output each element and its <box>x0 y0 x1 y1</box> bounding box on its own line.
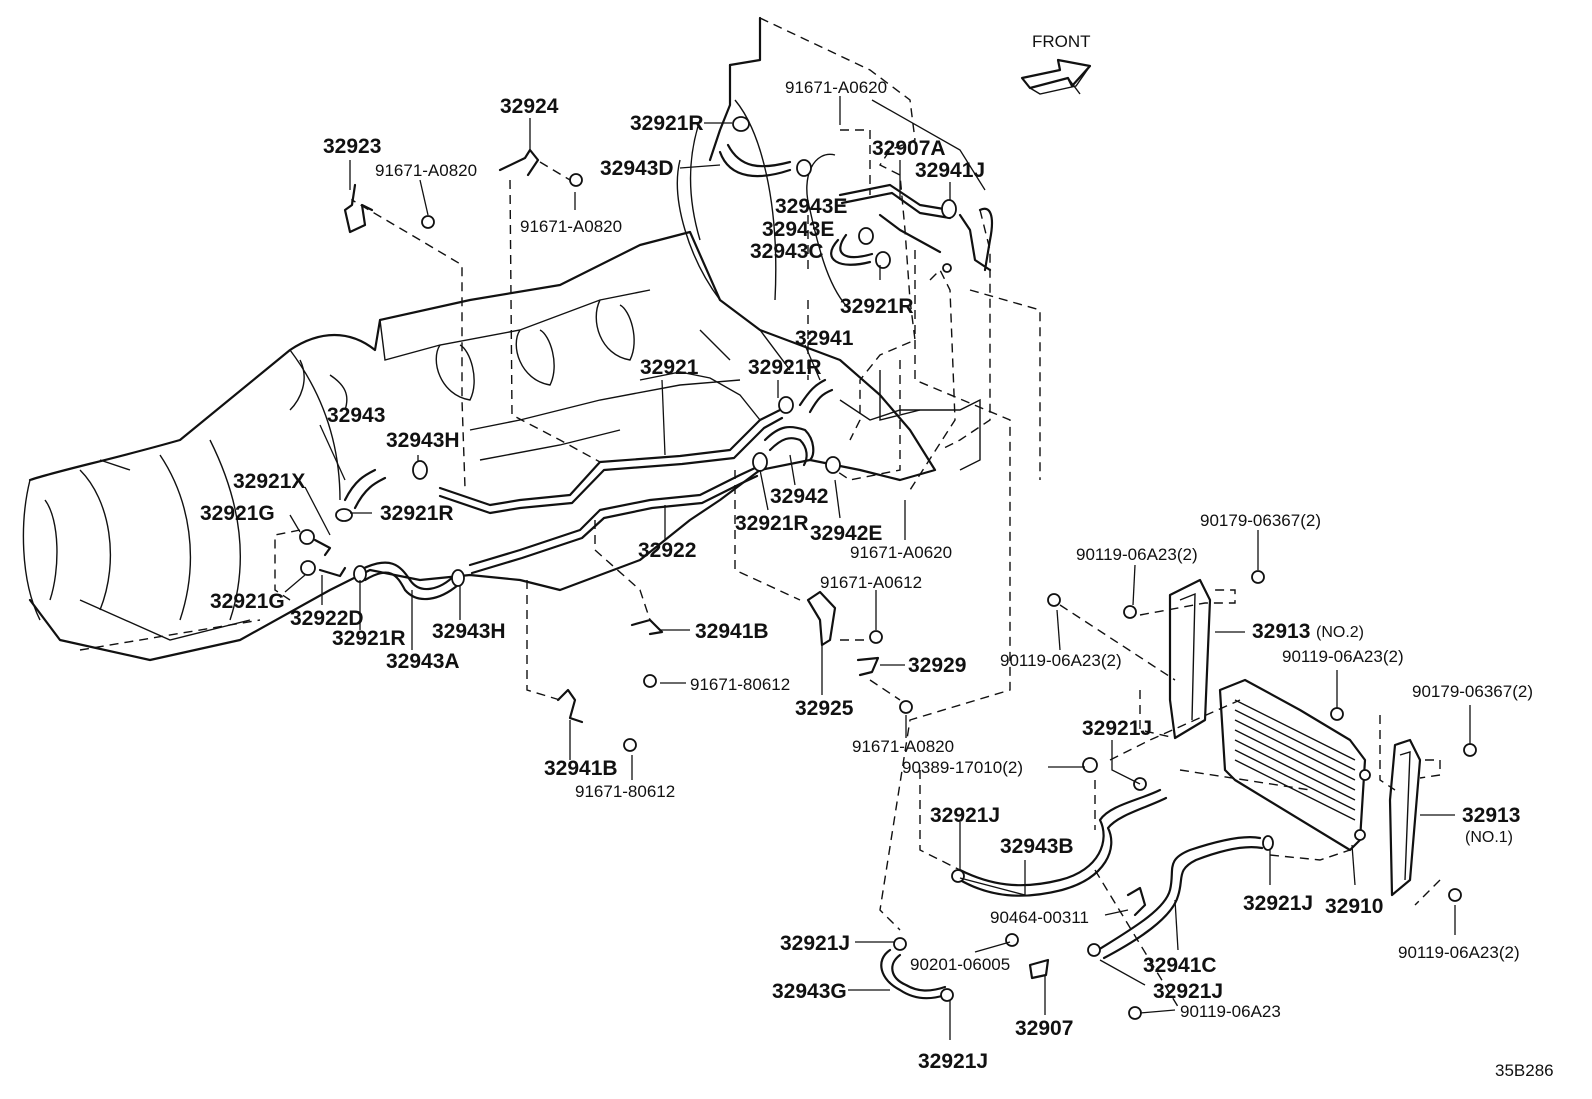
label-32941J: 32941J <box>915 159 985 182</box>
label-32907A: 32907A <box>872 137 946 160</box>
hose-32943A <box>353 561 465 601</box>
label-32921R-c: 32921R <box>748 356 822 379</box>
hose-32943D <box>718 116 812 178</box>
label-91671-80612-a: 91671-80612 <box>690 675 790 694</box>
oil-cooler-32910 <box>1218 678 1371 852</box>
label-32943G: 32943G <box>772 980 847 1003</box>
label-32941C: 32941C <box>1143 954 1217 977</box>
label-32921J-a: 32921J <box>1082 717 1152 740</box>
front-label: FRONT <box>1032 32 1091 51</box>
label-91671-80612-b: 91671-80612 <box>575 782 675 801</box>
plate-32913-no2 <box>1168 578 1212 740</box>
label-32922D: 32922D <box>290 607 364 630</box>
label-32941: 32941 <box>795 327 854 350</box>
pipe-32907A <box>838 183 994 273</box>
label-32943A: 32943A <box>386 650 460 673</box>
bracket-32929 <box>856 656 913 714</box>
label-32941B-a: 32941B <box>695 620 769 643</box>
label-32910: 32910 <box>1325 895 1383 918</box>
label-32921J-d: 32921J <box>780 932 850 955</box>
label-32922: 32922 <box>638 539 696 562</box>
label-32943B: 32943B <box>1000 835 1074 858</box>
label-32943D: 32943D <box>600 157 674 180</box>
fitting-32922D <box>299 529 347 578</box>
bracket-32923 <box>343 183 435 234</box>
leader-lines <box>284 96 1471 1040</box>
bolts-right <box>1005 570 1477 1020</box>
label-90201-06005: 90201-06005 <box>910 955 1010 974</box>
label-32921R-d: 32921R <box>380 502 454 525</box>
label-32921: 32921 <box>640 356 699 379</box>
label-no1: (NO.1) <box>1465 829 1513 846</box>
label-32943H-a: 32943H <box>386 429 460 452</box>
label-91671-A0612: 91671-A0612 <box>820 573 922 592</box>
bracket-32925 <box>806 590 883 647</box>
engine-outline <box>676 16 991 471</box>
label-90464-00311: 90464-00311 <box>990 908 1089 927</box>
label-32943E-b: 32943E <box>762 218 834 241</box>
plate-32913-no1 <box>1388 738 1422 897</box>
label-32921R-mid: 32921R <box>840 295 914 318</box>
fitting-32907 <box>1028 958 1050 980</box>
label-32943H-b: 32943H <box>432 620 506 643</box>
hose-32942 <box>752 425 841 474</box>
label-90119-06A23-d: 90119-06A23(2) <box>1398 943 1520 962</box>
hose-32943C <box>830 227 891 269</box>
label-32921R-e: 32921R <box>735 512 809 535</box>
bracket-32941B-lower <box>556 688 637 752</box>
hose-32941 <box>778 378 834 414</box>
label-32924: 32924 <box>500 95 559 118</box>
transmission-housing <box>22 230 937 662</box>
label-32921J-c: 32921J <box>1243 892 1313 915</box>
label-91671-A0620-b: 91671-A0620 <box>850 543 952 562</box>
label-32942E: 32942E <box>810 522 882 545</box>
label-32941B-b: 32941B <box>544 757 618 780</box>
label-32921R-f: 32921R <box>332 627 406 650</box>
label-91671-A0820-c: 91671-A0820 <box>852 737 954 756</box>
label-32942: 32942 <box>770 485 828 508</box>
label-32921J-e: 32921J <box>1153 980 1223 1003</box>
label-32929: 32929 <box>908 654 966 677</box>
label-90389-17010: 90389-17010(2) <box>902 758 1023 777</box>
label-32921G-b: 32921G <box>210 590 285 613</box>
label-32943E-a: 32943E <box>775 195 847 218</box>
bracket-32941B-upper <box>630 618 664 688</box>
front-arrow-icon <box>1020 58 1092 95</box>
label-32913-no2: 32913 <box>1252 620 1310 643</box>
label-no2: (NO.2) <box>1316 624 1364 641</box>
label-90119-06A23-a: 90119-06A23(2) <box>1076 545 1198 564</box>
hose-32943G <box>880 937 954 1002</box>
label-32943C: 32943C <box>750 240 824 263</box>
figure-code: 35B286 <box>1495 1061 1554 1080</box>
label-90179-06367-a: 90179-06367(2) <box>1200 511 1321 530</box>
label-91671-A0820-a: 91671-A0820 <box>375 161 477 180</box>
label-91671-A0820-b: 91671-A0820 <box>520 217 622 236</box>
hose-32941C <box>1087 835 1274 960</box>
label-90119-06A23-e: 90119-06A23 <box>1180 1002 1281 1021</box>
label-32913-no1: 32913 <box>1462 804 1520 827</box>
hose-32943 <box>335 460 428 522</box>
clip-90464 <box>1126 886 1147 917</box>
labels: FRONT 32923 32924 91671-A0820 91671-A082… <box>200 32 1554 1080</box>
label-90119-06A23-b: 90119-06A23(2) <box>1000 651 1122 670</box>
label-90119-06A23-c: 90119-06A23(2) <box>1282 647 1404 666</box>
dashed-guides <box>79 129 1441 1011</box>
label-32923: 32923 <box>323 135 381 158</box>
label-32921X: 32921X <box>233 470 305 493</box>
label-32921J-b: 32921J <box>930 804 1000 827</box>
label-32907: 32907 <box>1015 1017 1073 1040</box>
label-32921J-f: 32921J <box>918 1050 988 1073</box>
label-32921R-top: 32921R <box>630 112 704 135</box>
tube-32922 <box>468 466 759 575</box>
label-91671-A0620-top: 91671-A0620 <box>785 78 887 97</box>
label-90179-06367-b: 90179-06367(2) <box>1412 682 1533 701</box>
bracket-32924 <box>498 148 583 187</box>
label-32925: 32925 <box>795 697 854 720</box>
label-32943: 32943 <box>327 404 385 427</box>
label-32921G-a: 32921G <box>200 502 275 525</box>
